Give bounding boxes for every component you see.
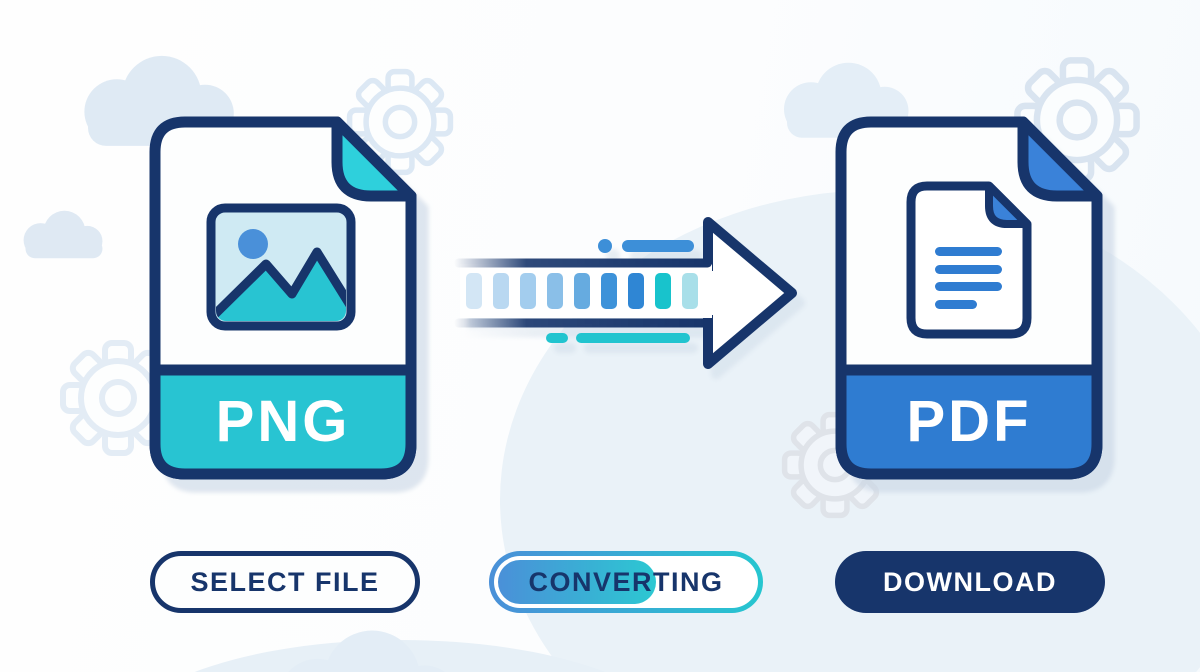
sun-dot (238, 229, 268, 259)
progress-bar (574, 273, 590, 309)
image-icon (206, 203, 356, 331)
converting-button[interactable]: CONVERTING (489, 551, 763, 613)
progress-bar (655, 273, 671, 309)
dash-accent (546, 333, 568, 343)
progress-bar (682, 273, 698, 309)
cloud-icon (288, 630, 445, 672)
dot-accent (598, 239, 612, 253)
mountains (216, 247, 346, 321)
arrow-head (703, 217, 797, 369)
select-file-button[interactable]: SELECT FILE (150, 551, 420, 613)
converting-label: CONVERTING (528, 566, 724, 597)
text-line (935, 300, 977, 309)
download-button[interactable]: DOWNLOAD (835, 551, 1105, 613)
text-line (935, 282, 1002, 291)
cloud-icon (23, 210, 103, 259)
document-icon (906, 181, 1032, 339)
folded-corner (331, 116, 417, 202)
pdf-file-icon (835, 116, 1103, 480)
converting-track: CONVERTING (494, 556, 758, 608)
progress-bar (466, 273, 482, 309)
png-file-icon (149, 116, 417, 480)
progress-bar (493, 273, 509, 309)
text-line (935, 247, 1002, 256)
file-band (149, 364, 417, 480)
progress-bar (547, 273, 563, 309)
progress-bar (628, 273, 644, 309)
source-format-label: PNG (215, 388, 351, 454)
target-format-label: PDF (906, 388, 1032, 454)
progress-bars (466, 273, 698, 309)
file-band (835, 364, 1103, 480)
folded-corner (1017, 116, 1103, 202)
text-line (935, 265, 1002, 274)
converting-progress-fill (498, 560, 657, 604)
progress-bar (601, 273, 617, 309)
progress-bar (520, 273, 536, 309)
dash-accent (576, 333, 690, 343)
dash-accent (622, 240, 694, 252)
